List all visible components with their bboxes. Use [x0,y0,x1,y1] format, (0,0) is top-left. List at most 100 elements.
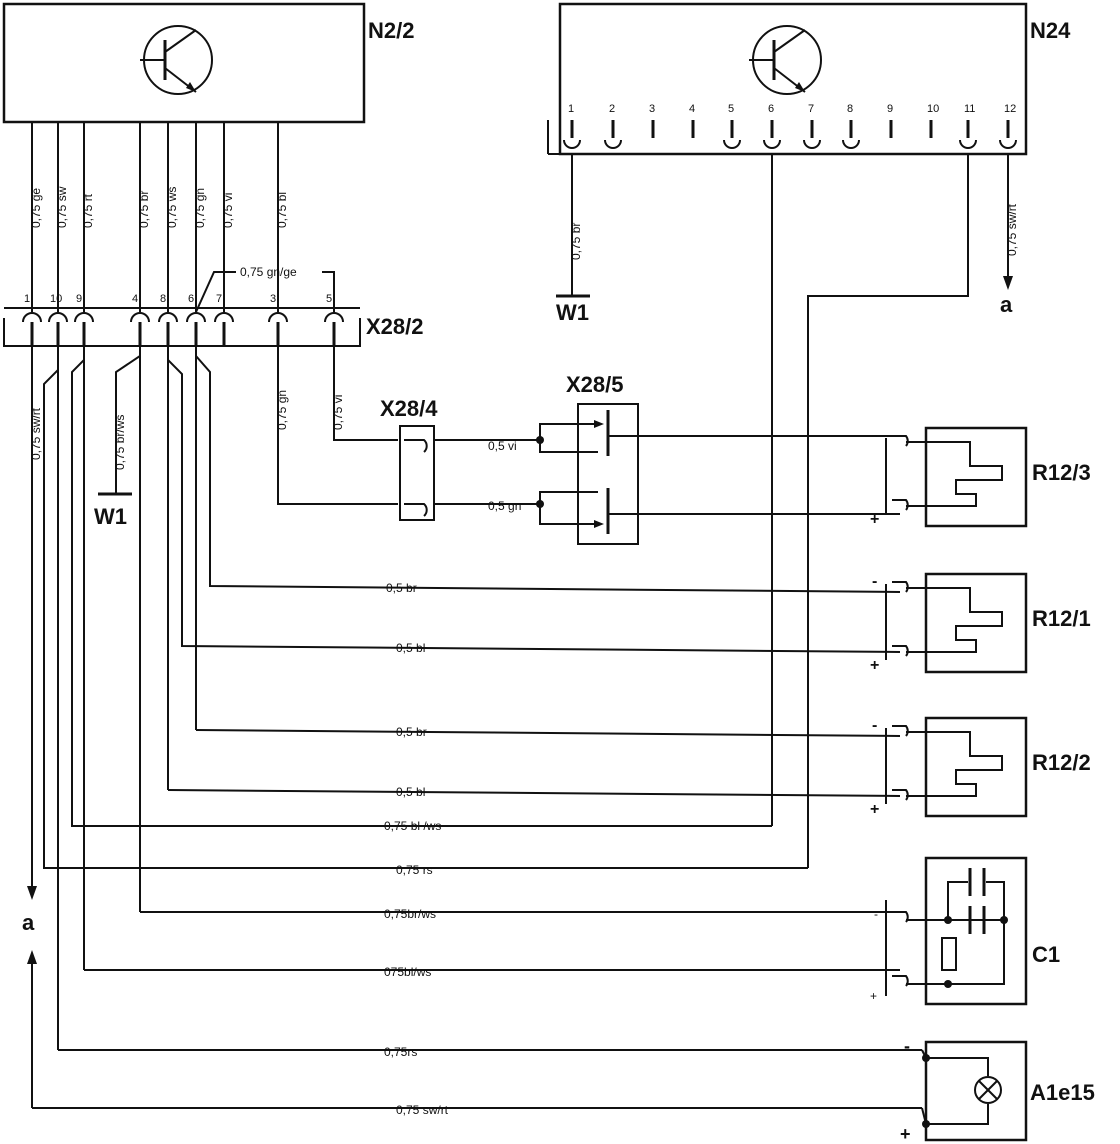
resistor-r12-2: - + R12/2 [870,716,1091,818]
wire-label-n2-2: 0,75 ge [29,188,43,228]
n24-pin-socket [842,139,860,149]
label-x28-2: X28/2 [366,314,424,339]
n24-pin-label: 1 [568,103,574,115]
n24-pin-label: 8 [847,103,853,115]
n24-pin-label: 5 [728,103,734,115]
wire-label-sw-rt-n24: 0,75 sw/rt [1005,203,1019,256]
connector-x28-5: X28/5 [536,372,900,545]
wire-label-n2-2: 0,75 vi [221,193,235,228]
label-r12-2: R12/2 [1032,750,1091,775]
wire-label-sw-rt-bottom: 0,75 sw/rt [396,1103,449,1117]
x28-2-pin [130,312,150,323]
polarity-minus: - [872,427,877,444]
resistor-r12-1: - + R12/1 [870,572,1091,674]
n24-pin-label: 9 [887,103,893,115]
label-c1: C1 [1032,942,1060,967]
module-n2-2: N2/2 [2,2,414,124]
label-a-right: a [1000,292,1013,317]
wire-label-n2-2: 0,75 rt [81,193,95,228]
x28-2-pin-label: 3 [270,293,276,305]
wire-label-bl-r12-1: 0,5 bl [396,641,425,655]
label-w1-left: W1 [94,504,127,529]
x28-2-pin [186,312,206,323]
label-r12-1: R12/1 [1032,606,1091,631]
wire-label-n2-2: 0,75 br [137,191,151,228]
wires-n24: W1 0,75 br a 0,75 sw/rt [556,154,1019,868]
a1e15-minus: - [904,1036,910,1056]
capacitor-c1: - + C1 [870,856,1060,1006]
wire-label-rs-2: 0,75rs [384,1045,417,1059]
wire-label-br-ws-left: 0,75 br/ws [113,415,127,470]
connector-x28-4: X28/4 0,5 vi 0,5 gn [380,396,540,521]
n24-pin-label: 11 [964,103,975,115]
polarity-plus: + [870,657,879,674]
label-x28-4: X28/4 [380,396,438,421]
x28-2-pin-label: 4 [132,293,138,305]
wire-label-bl-r12-2: 0,5 bl [396,785,425,799]
n24-pin-socket [604,139,622,149]
x28-2-pin [48,312,68,323]
wires-n2-2-to-x28-2: 0,75 gn/ge 0,75 ge 0,75 sw 0,75 rt 0,75 br 0… [29,122,335,313]
lamp-a1e15: - + A1e15 [900,1036,1095,1144]
n24-pin-socket [723,139,741,149]
n24-pin-label: 10 [927,103,939,115]
wires-x28-2-down: a 0,75 sw/rt W1 0,75 br/ws 0,75 gn 0,75 … [22,346,922,1109]
horizontal-wire-labels: 0,5 br 0,5 bl 0,5 br 0,5 bl 0,75 bl /ws … [384,581,449,1117]
n24-pin-label: 6 [768,103,774,115]
resistor-group: - + R12/3 - + R12/1 - + R12/2 [870,426,1091,818]
polarity-plus: + [870,801,879,818]
n24-pin-label: 3 [649,103,655,115]
x28-2-pin [22,312,42,323]
label-x28-5: X28/5 [566,372,624,397]
wire-label-n2-2: 0,75 sw [55,186,69,228]
wire-label-n2-2: 0,75 gn [193,188,207,228]
wire-label-br-r12-1: 0,5 br [386,581,417,595]
x28-2-pin [158,312,178,323]
wire-label-sw-rt-left: 0,75 sw/rt [29,407,43,460]
x28-2-pin [268,312,288,323]
wire-label-n2-2: 0,75 ws [165,187,179,228]
x28-2-pin-label: 8 [160,293,166,305]
wire-label-n2-2: 0,75 bl [275,192,289,228]
polarity-plus: + [870,511,879,528]
x28-2-pin [324,312,344,323]
label-n24: N24 [1030,18,1071,43]
wire-label-vi-05: 0,5 vi [488,439,517,453]
label-a-left: a [22,910,35,935]
wire-label-gn-05: 0,5 gn [488,499,521,513]
c1-plus: + [870,989,877,1003]
resistor-r12-3: - + R12/3 [870,426,1091,528]
a1e15-plus: + [900,1124,911,1144]
n24-pin-socket [803,139,821,149]
n24-pin-label: 7 [808,103,814,115]
wire-label-gn-ge: 0,75 gn/ge [240,265,297,279]
polarity-minus: - [872,717,877,734]
c1-minus: - [874,907,878,921]
x28-2-pin-label: 5 [326,293,332,305]
label-w1-right: W1 [556,300,589,325]
x28-2-pin-label: 6 [188,293,194,305]
n24-pin-label: 4 [689,103,695,115]
n24-pin-label: 12 [1004,103,1016,115]
x28-2-pin-label: 7 [216,293,222,305]
wire-label-vi-x28: 0,75 vi [331,395,345,430]
polarity-minus: - [872,573,877,590]
label-r12-3: R12/3 [1032,460,1091,485]
label-n2-2: N2/2 [368,18,414,43]
x28-2-pin [74,312,94,323]
wire-label-bl-ws-1: 0,75 bl /ws [384,819,441,833]
n24-pin-socket [563,139,581,149]
wire-label-br-r12-2: 0,5 br [396,725,427,739]
wire-label-gn-x28: 0,75 gn [275,390,289,430]
wire-label-rs-1: 0,75 rs [396,863,433,877]
wire-label-br-n24: 0,75 br [569,223,583,260]
n24-pin-socket [959,139,977,149]
wire-label-br-ws-c1: 0,75br/ws [384,907,436,921]
x28-2-pin-label: 1 [24,293,30,305]
n24-pin-socket [763,139,781,149]
wire-label-bl-ws-c1: 075bl/ws [384,965,431,979]
